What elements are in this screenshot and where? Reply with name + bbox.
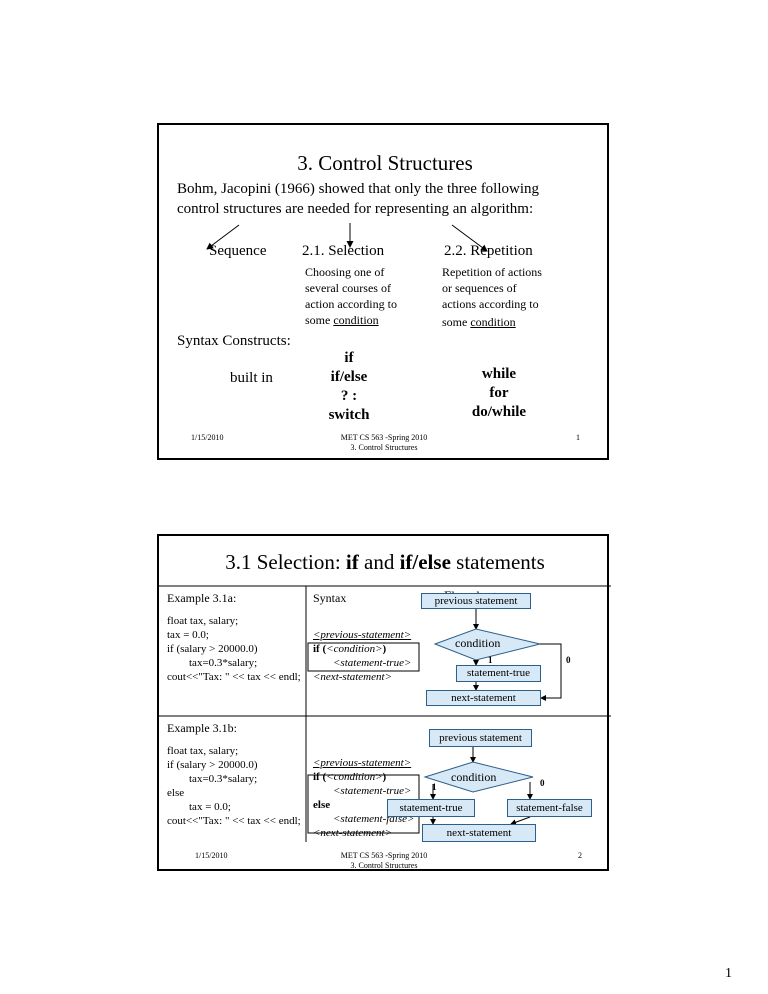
slide-1-footer-date: 1/15/2010 — [191, 433, 224, 442]
example-a-label: Example 3.1a: — [167, 591, 237, 605]
slide-1-title: 3. Control Structures — [297, 151, 473, 175]
slide-2-footer-date: 1/15/2010 — [195, 851, 228, 860]
fc-a-condition: condition — [455, 636, 501, 650]
slide-2: 3.1 Selection: if and if/else statements — [157, 534, 611, 871]
repetition-constructs: while for do/while — [471, 366, 527, 420]
col-sequence: Sequence — [209, 243, 267, 259]
sheet-page-number: 1 — [725, 966, 732, 981]
fc-b-statement-false: statement-false — [507, 799, 592, 817]
slide-2-page-number: 2 — [578, 851, 582, 860]
example-a-code: float tax, salary; tax = 0.0; if (salary… — [167, 615, 301, 683]
fc-a-previous-statement: previous statement — [421, 593, 531, 609]
slide-1: 3. Control Structures Bohm, Jacopini (19… — [157, 123, 609, 460]
intro-line-1: Bohm, Jacopini (1966) showed that only t… — [177, 181, 540, 197]
fc-b-statement-true: statement-true — [387, 799, 475, 817]
slide-2-frame-lines — [159, 585, 611, 842]
fc-a-true-label: 1 — [488, 655, 493, 665]
fc-b-previous-statement: previous statement — [429, 729, 532, 747]
slide-1-footer-course: MET CS 563 -Spring 2010 3. Control Struc… — [340, 433, 428, 452]
example-b-code: float tax, salary; if (salary > 20000.0)… — [167, 745, 301, 827]
slide-1-page-number: 1 — [576, 433, 580, 442]
syntax-constructs-label: Syntax Constructs: — [177, 333, 291, 349]
selection-condition-word: condition — [333, 313, 379, 327]
slide-2-title: 3.1 Selection: if and if/else statements — [225, 550, 545, 574]
fc-b-false-label: 0 — [540, 778, 545, 788]
intro-arrows — [206, 223, 488, 252]
col-selection: 2.1. Selection — [302, 243, 385, 259]
fc-b-next-statement: next-statement — [422, 824, 536, 842]
syntax-label: Syntax — [313, 591, 347, 605]
fc-a-false-label: 0 — [566, 655, 571, 665]
repetition-condition-word: condition — [470, 315, 516, 329]
example-b-label: Example 3.1b: — [167, 721, 237, 735]
syntax-b: <previous-statement> if (<condition>) <s… — [313, 757, 415, 839]
selection-description: Choosing one of several courses of actio… — [305, 265, 397, 327]
col-repetition: 2.2. Repetition — [444, 243, 533, 259]
fc-b-condition: condition — [451, 770, 497, 784]
fc-b-true-label: 1 — [432, 782, 437, 792]
arrow-repetition — [451, 224, 488, 252]
built-in-label: built in — [230, 370, 273, 386]
fc-a-next-statement: next-statement — [426, 690, 541, 706]
syntax-a: <previous-statement> if (<condition>) <s… — [313, 629, 412, 683]
arrow-sequence — [206, 224, 240, 250]
repetition-description: Repetition of actions or sequences of ac… — [442, 265, 542, 329]
slide-2-footer-course: MET CS 563 -Spring 2010 3. Control Struc… — [340, 851, 428, 870]
fc-a-statement-true: statement-true — [456, 665, 541, 682]
intro-line-2: control structures are needed for repres… — [177, 201, 534, 217]
selection-constructs: if if/else ? : switch — [328, 350, 370, 423]
